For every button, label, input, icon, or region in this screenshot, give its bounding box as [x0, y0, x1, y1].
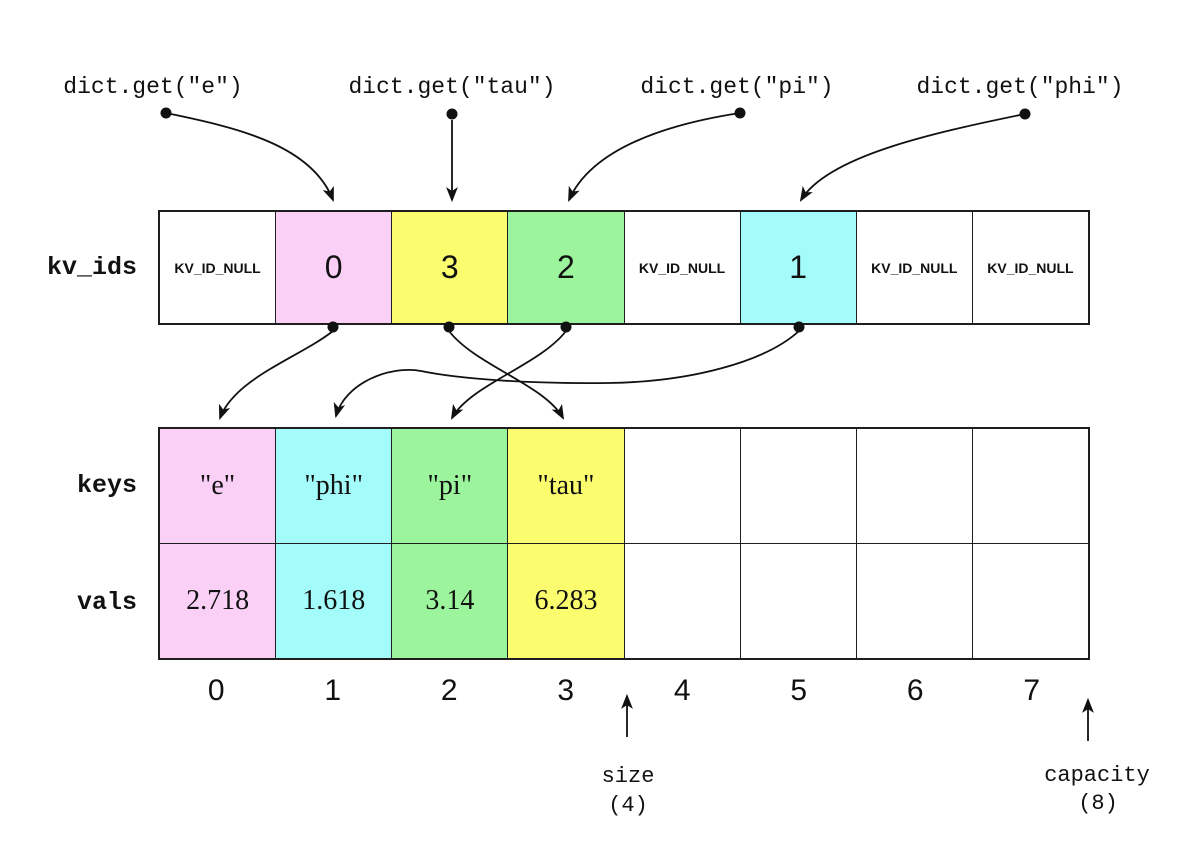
vals-cell-1: 1.618 — [275, 544, 392, 658]
query-label-e: dict.get("e") — [63, 74, 243, 100]
keys-cell-3: "tau" — [507, 429, 624, 543]
index-label-7: 7 — [1023, 674, 1041, 707]
index-labels: 0 1 2 3 4 5 6 7 — [158, 674, 1090, 708]
keys-cell-6 — [855, 429, 972, 543]
keys-cell-1: "phi" — [275, 429, 392, 543]
capacity-label: capacity — [1044, 763, 1150, 788]
index-label-1: 1 — [324, 674, 342, 707]
pointer-dot-query-pi — [734, 107, 746, 119]
arrow-slot-2-to-entry-3 — [448, 330, 565, 420]
kv-ids-label: kv_ids — [46, 253, 137, 282]
kv-ids-cell-2: 3 — [391, 212, 508, 323]
vals-cell-7 — [971, 544, 1088, 658]
vals-cell-0: 2.718 — [160, 544, 276, 658]
size-label: size — [601, 764, 655, 789]
keys-cell-7 — [971, 429, 1088, 543]
keys-cell-4 — [623, 429, 740, 543]
index-label-4: 4 — [673, 674, 691, 707]
vals-cell-3: 6.283 — [507, 544, 624, 658]
keys-cell-2: "pi" — [391, 429, 508, 543]
keys-cell-0: "e" — [160, 429, 276, 543]
kv-ids-cell-5: 1 — [739, 212, 856, 323]
kv-ids-cell-7: KV_ID_NULL — [971, 212, 1088, 323]
keys-vals-array: "e" "phi" "pi" "tau" 2.718 1.618 3.14 6.… — [158, 427, 1090, 660]
capacity-value: (8) — [1078, 791, 1118, 816]
kv-ids-cell-0: KV_ID_NULL — [160, 212, 276, 323]
index-label-5: 5 — [790, 674, 808, 707]
keys-row: "e" "phi" "pi" "tau" — [160, 429, 1088, 543]
vals-label: vals — [76, 587, 137, 617]
index-label-3: 3 — [557, 674, 575, 707]
arrow-slot-1-to-entry-0 — [219, 330, 334, 421]
pointer-dot-query-tau — [446, 108, 458, 120]
arrow-slot-3-to-entry-2 — [450, 330, 567, 420]
kv-ids-cell-3: 2 — [507, 212, 624, 323]
arrow-query-phi-to-slot-5 — [799, 113, 1026, 202]
vals-cell-5 — [739, 544, 856, 658]
kv-ids-array: KV_ID_NULL 0 3 2 KV_ID_NULL 1 KV_ID_NULL… — [158, 210, 1090, 325]
vals-cell-2: 3.14 — [391, 544, 508, 658]
vals-cell-4 — [623, 544, 740, 658]
kv-ids-cell-6: KV_ID_NULL — [855, 212, 972, 323]
query-label-tau: dict.get("tau") — [348, 74, 556, 100]
arrow-query-e-to-slot-1 — [165, 112, 334, 202]
index-label-0: 0 — [207, 674, 225, 707]
keys-cell-5 — [739, 429, 856, 543]
size-value: (4) — [608, 793, 648, 818]
arrow-slot-5-to-entry-1 — [333, 330, 800, 419]
kv-ids-cell-4: KV_ID_NULL — [623, 212, 740, 323]
query-label-phi: dict.get("phi") — [916, 74, 1124, 100]
index-label-2: 2 — [440, 674, 458, 707]
index-label-6: 6 — [906, 674, 924, 707]
pointer-dot-query-phi — [1019, 108, 1031, 120]
kv-ids-cell-1: 0 — [275, 212, 392, 323]
keys-label: keys — [76, 471, 137, 500]
query-label-pi: dict.get("pi") — [640, 74, 834, 100]
vals-cell-6 — [855, 544, 972, 658]
pointer-dot-query-e — [160, 107, 172, 119]
vals-row: 2.718 1.618 3.14 6.283 — [160, 543, 1088, 658]
arrow-query-pi-to-slot-3 — [568, 112, 741, 202]
